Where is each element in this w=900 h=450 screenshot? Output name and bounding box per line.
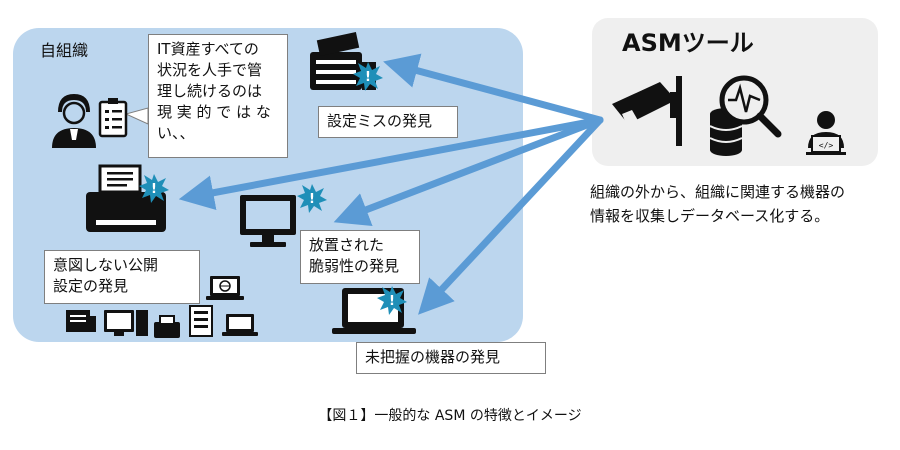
arrow-to-laptop (418, 116, 604, 315)
small-devices-icons (66, 276, 258, 338)
small-printer-icon (154, 322, 180, 338)
speech-bubble: IT資産すべての 状況を人手で管 理し続けるのは 現 実 的 で は な い、、 (148, 34, 288, 158)
scan-arrows (178, 53, 604, 315)
arrow-to-desktop (333, 116, 604, 227)
finding-misconfig-box: 設定ミスの発見 (318, 106, 458, 138)
person-clipboard-icon (52, 94, 128, 148)
tool-title: ASMツール (622, 29, 754, 57)
operator-laptop-icon: </> (806, 111, 846, 155)
figure-caption: 【図１】一般的な ASM の特徴とイメージ (318, 408, 582, 424)
finding-vuln-box: 放置された 脆弱性の発見 (300, 230, 420, 284)
small-tower-icon (136, 310, 148, 336)
arrow-to-multifunction-printer (383, 53, 604, 124)
finding-exposure-box: 意図しない公開 設定の発見 (44, 250, 200, 304)
surveillance-camera-icon (612, 76, 682, 146)
svg-text:</>: </> (819, 141, 834, 150)
desktop-monitor-icon (240, 195, 296, 247)
printer-icon (86, 164, 166, 232)
organization-label: 自組織 (40, 41, 89, 60)
tool-description: 組織の外から、組織に関連する機器の 情報を収集しデータベース化する。 (590, 183, 846, 225)
arrow-to-printer (178, 116, 604, 210)
database-analysis-icon (709, 75, 782, 156)
finding-unknown-box: 未把握の機器の発見 (356, 342, 546, 374)
